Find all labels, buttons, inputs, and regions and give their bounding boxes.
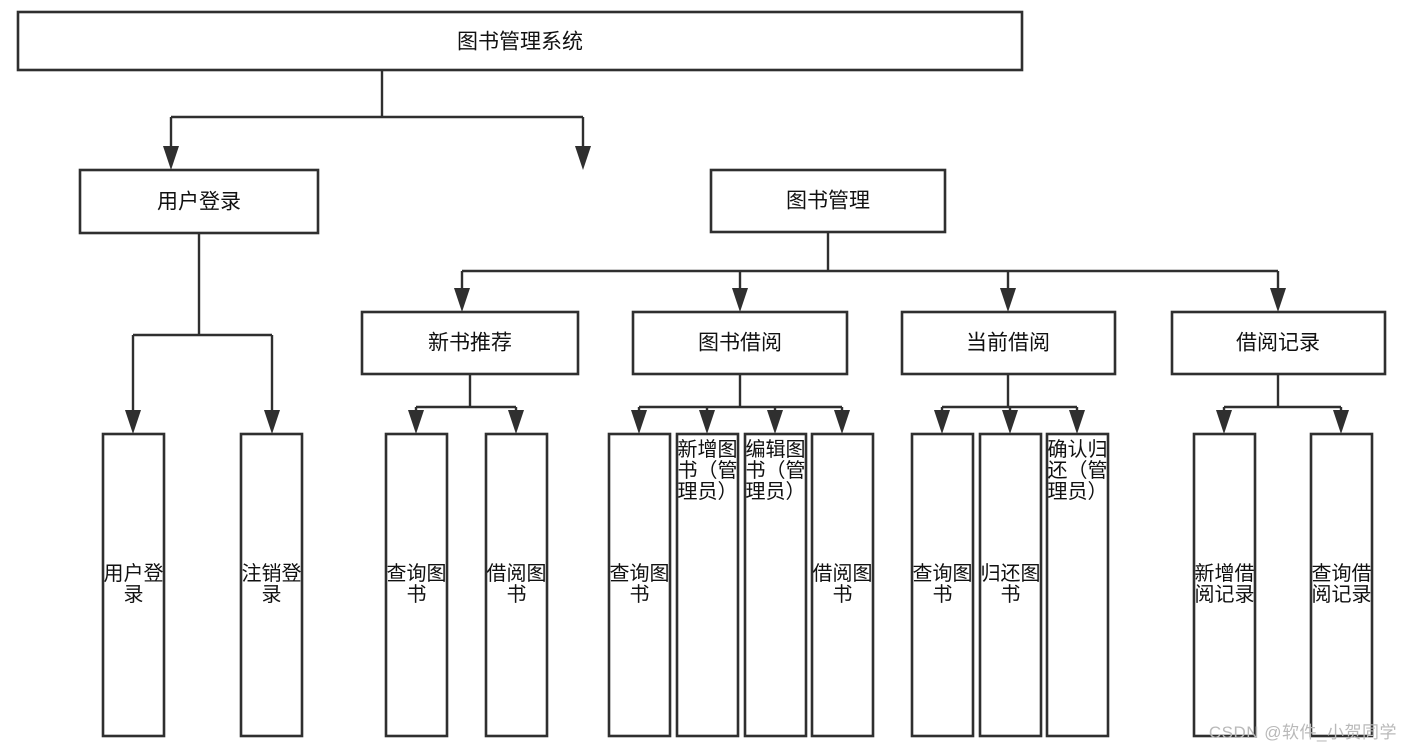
arrow-head-leaf-query-book-2 <box>631 410 647 434</box>
arrow-head-current-borrow <box>1000 288 1016 312</box>
arrow-head-leaf-logout-login <box>264 410 280 434</box>
arrow-head-leaf-return-book <box>1002 410 1018 434</box>
node-book-management-box[interactable] <box>709 168 947 234</box>
arrow-head-leaf-edit-book <box>767 410 783 434</box>
leaf-add-borrow-record-box[interactable] <box>1192 432 1257 738</box>
leaf-user-login-box[interactable] <box>101 432 166 738</box>
connector-group-book-borrow <box>631 374 850 434</box>
arrow-head-new-book-recommend <box>454 288 470 312</box>
connector-group-new-book-recommend <box>408 374 524 434</box>
arrow-head-leaf-query-borrow-record <box>1333 410 1349 434</box>
leaf-query-borrow-record-box[interactable] <box>1309 432 1374 738</box>
connector-group-borrow-record <box>1216 374 1349 434</box>
node-new-book-recommend-label: 新书推荐 <box>428 332 512 355</box>
node-user-login-label: 用户登录 <box>157 191 241 214</box>
connector-group-current-borrow <box>934 374 1085 434</box>
arrow-head-bookmgmt <box>575 146 591 170</box>
leaf-logout-login-box[interactable] <box>239 432 304 738</box>
leaf-query-book-2-box[interactable] <box>607 432 672 738</box>
node-current-borrow-box[interactable] <box>900 310 1117 376</box>
arrow-head-leaf-user-login <box>125 410 141 434</box>
leaf-confirm-return-box[interactable] <box>1045 432 1110 738</box>
arrow-head-borrow-record <box>1270 288 1286 312</box>
connector-group-book-management <box>454 232 1286 312</box>
node-borrow-record-label: 借阅记录 <box>1236 332 1320 355</box>
node-borrow-record-box[interactable] <box>1170 310 1387 376</box>
connector-group-root <box>163 70 591 170</box>
node-current-borrow-label: 当前借阅 <box>966 332 1050 355</box>
arrow-head-userlogin <box>163 146 179 170</box>
node-new-book-recommend-box[interactable] <box>360 310 580 376</box>
connector-group-user-login <box>125 233 280 434</box>
watermark-text: CSDN @软件_小贺同学 <box>1208 723 1397 742</box>
node-root-label: 图书管理系统 <box>457 31 583 54</box>
leaf-borrow-book-2-box[interactable] <box>810 432 875 738</box>
arrow-head-leaf-borrow-book-1 <box>508 410 524 434</box>
arrow-head-leaf-borrow-book-2 <box>834 410 850 434</box>
arrow-head-leaf-query-book-1 <box>408 410 424 434</box>
leaf-edit-book-box[interactable] <box>743 432 808 738</box>
arrow-head-leaf-query-book-3 <box>934 410 950 434</box>
arrow-head-leaf-add-borrow-record <box>1216 410 1232 434</box>
arrow-head-leaf-add-book <box>699 410 715 434</box>
node-book-borrow-label: 图书借阅 <box>698 332 782 355</box>
leaf-query-book-1-box[interactable] <box>384 432 449 738</box>
leaf-borrow-book-1-box[interactable] <box>484 432 549 738</box>
node-user-login-box[interactable] <box>78 168 320 235</box>
node-book-management-label: 图书管理 <box>786 190 870 213</box>
node-book-borrow-box[interactable] <box>631 310 849 376</box>
node-root-box[interactable] <box>16 10 1024 72</box>
arrow-head-leaf-confirm-return <box>1069 410 1085 434</box>
arrow-head-book-borrow <box>732 288 748 312</box>
leaf-return-book-box[interactable] <box>978 432 1043 738</box>
leaf-add-book-box[interactable] <box>675 432 740 738</box>
leaf-query-book-3-box[interactable] <box>910 432 975 738</box>
